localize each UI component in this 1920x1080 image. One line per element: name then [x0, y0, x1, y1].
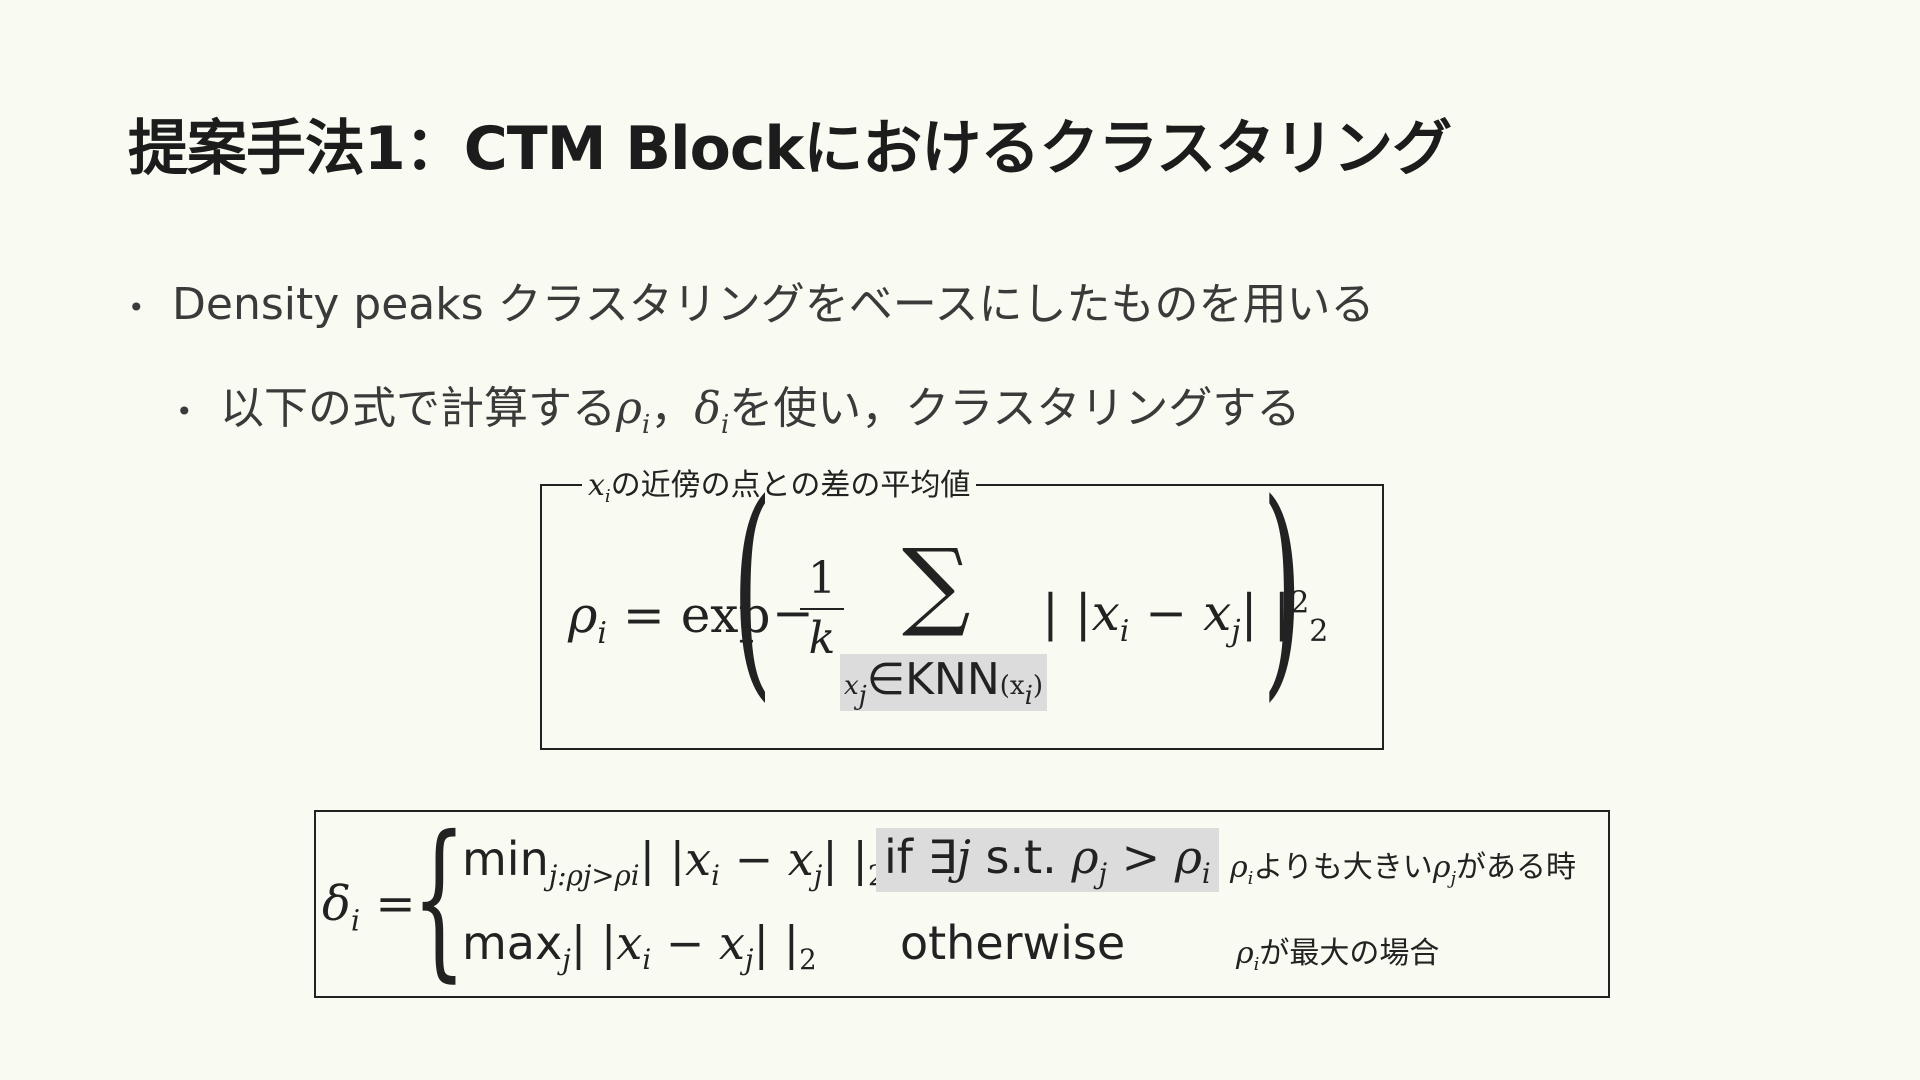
bullet-level2-suffix: を使い，クラスタリングする [729, 383, 1301, 434]
delta-equation-box: δi = { minj:ρj>ρi| |xi − xj| |2 if ∃j s.… [314, 810, 1610, 998]
bullet-level1: • Density peaks クラスタリングをベースにしたものを用いる [128, 268, 1375, 332]
delta-case-1-condition: if ∃j s.t. ρj > ρi [876, 828, 1219, 893]
norm-expression: | |xi − xj| |22 [1042, 584, 1329, 649]
rho-annotation-label: xiの近傍の点との差の平均値 [582, 460, 977, 507]
fraction-numerator: 1 [808, 553, 836, 604]
delta-lhs: δi = [322, 876, 416, 938]
bullet-dot-icon: • [176, 394, 193, 428]
delta-case-2: maxj| |xi − xj| |2 [462, 916, 817, 977]
summation-symbol: ∑ [902, 528, 971, 640]
delta-case-2-note: ρiが最大の場合 [1236, 936, 1440, 975]
slide-title: 提案手法1：CTM Blockにおけるクラスタリング [128, 114, 1452, 184]
rho-equation-box: xiの近傍の点との差の平均値 ρi = exp ( − 1 k ∑ xj∈KNN… [540, 460, 1384, 750]
bullet-level2-prefix: 以下の式で計算する [220, 383, 616, 434]
delta-case-1: minj:ρj>ρi| |xi − xj| |2 [462, 832, 885, 893]
knn-subscript-highlight: xj∈KNN(xi) [840, 654, 1048, 711]
bullet-level2: •以下の式で計算するρi，δiを使い，クラスタリングする [176, 372, 1300, 440]
delta-case-2-condition: otherwise [900, 916, 1126, 970]
rho-lhs: ρi = exp [568, 586, 771, 651]
delta-case-1-note: ρiよりも大きいρjがある時 [1230, 850, 1577, 889]
fraction-1-over-k: 1 k [800, 552, 844, 666]
fraction-denominator: k [808, 613, 836, 664]
delta-sub: i [720, 408, 730, 440]
delta-symbol: δ [694, 383, 721, 434]
bullet-level1-text: Density peaks クラスタリングをベースにしたものを用いる [172, 279, 1375, 330]
left-paren: ( [732, 455, 773, 722]
rho-sub: i [641, 408, 651, 440]
fraction-bar [800, 608, 844, 610]
left-brace: { [412, 800, 467, 998]
separator: ， [650, 383, 695, 434]
right-paren: ) [1262, 455, 1303, 722]
rho-symbol: ρ [616, 383, 642, 434]
bullet-dot-icon: • [128, 290, 145, 324]
minus-sign: − [772, 584, 814, 642]
